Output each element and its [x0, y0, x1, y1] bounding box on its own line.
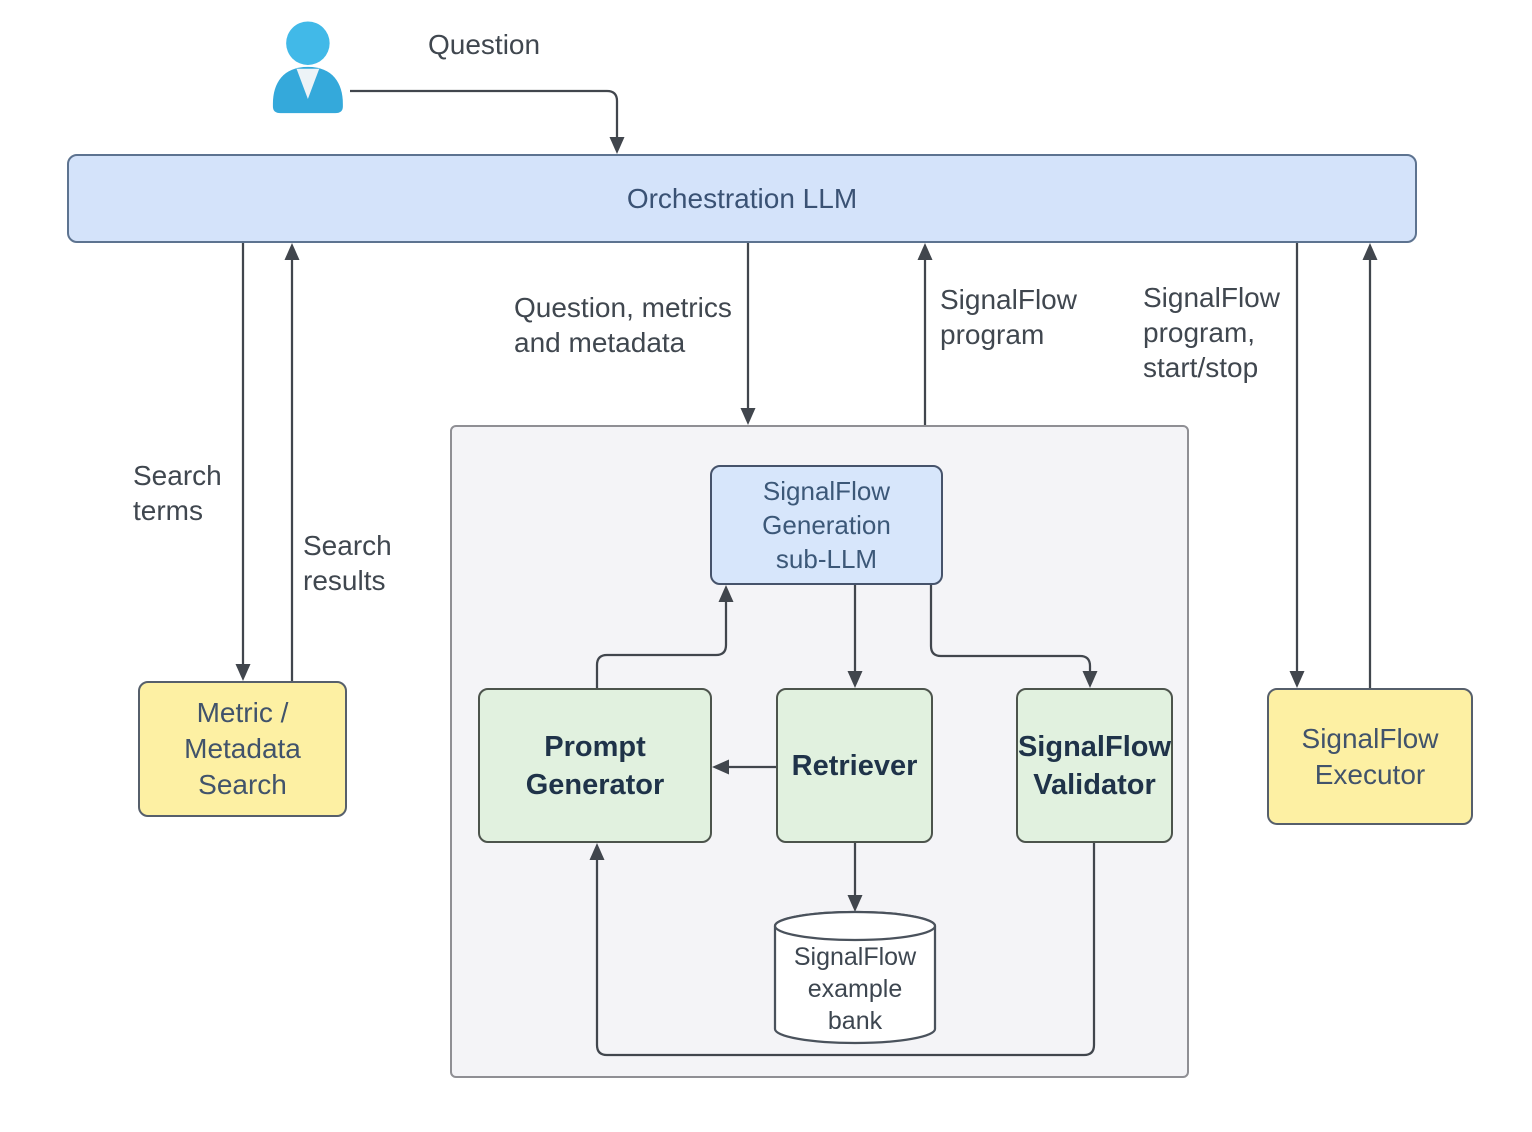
signalflow-generation-subllm-label: SignalFlow Generation sub-LLM: [762, 476, 891, 574]
edge-label-search-results: Search results: [303, 530, 392, 596]
edge-label-signalflow-program: SignalFlow program: [940, 284, 1077, 350]
arrow-question-to-orchestration: [350, 89, 619, 140]
edge-label-question: Question: [428, 29, 541, 60]
node-signalflow-executor: SignalFlow Executor: [1267, 688, 1473, 825]
signalflow-validator-label: SignalFlow Validator: [1017, 730, 1172, 801]
edge-label-search-terms: Search terms: [133, 460, 222, 526]
node-prompt-generator: Prompt Generator: [478, 688, 712, 843]
node-orchestration-llm: Orchestration LLM: [67, 154, 1417, 243]
person-icon: [272, 21, 343, 114]
orchestration-llm-label: Orchestration LLM: [626, 182, 858, 214]
node-retriever: Retriever: [776, 688, 933, 843]
node-signalflow-generation-subllm: SignalFlow Generation sub-LLM: [710, 465, 943, 585]
signalflow-example-bank-label: SignalFlow example bank: [793, 943, 917, 1035]
prompt-generator-label: Prompt Generator: [525, 730, 665, 801]
signalflow-executor-label: SignalFlow Executor: [1301, 722, 1439, 790]
metric-metadata-search-label: Metric / Metadata Search: [184, 697, 301, 800]
edge-label-question-metrics-metadata: Question, metrics and metadata: [514, 292, 732, 358]
node-metric-metadata-search: Metric / Metadata Search: [138, 681, 347, 817]
retriever-label: Retriever: [791, 749, 918, 782]
node-signalflow-validator: SignalFlow Validator: [1016, 688, 1173, 843]
edge-label-signalflow-program-startstop: SignalFlow program, start/stop: [1143, 282, 1280, 383]
